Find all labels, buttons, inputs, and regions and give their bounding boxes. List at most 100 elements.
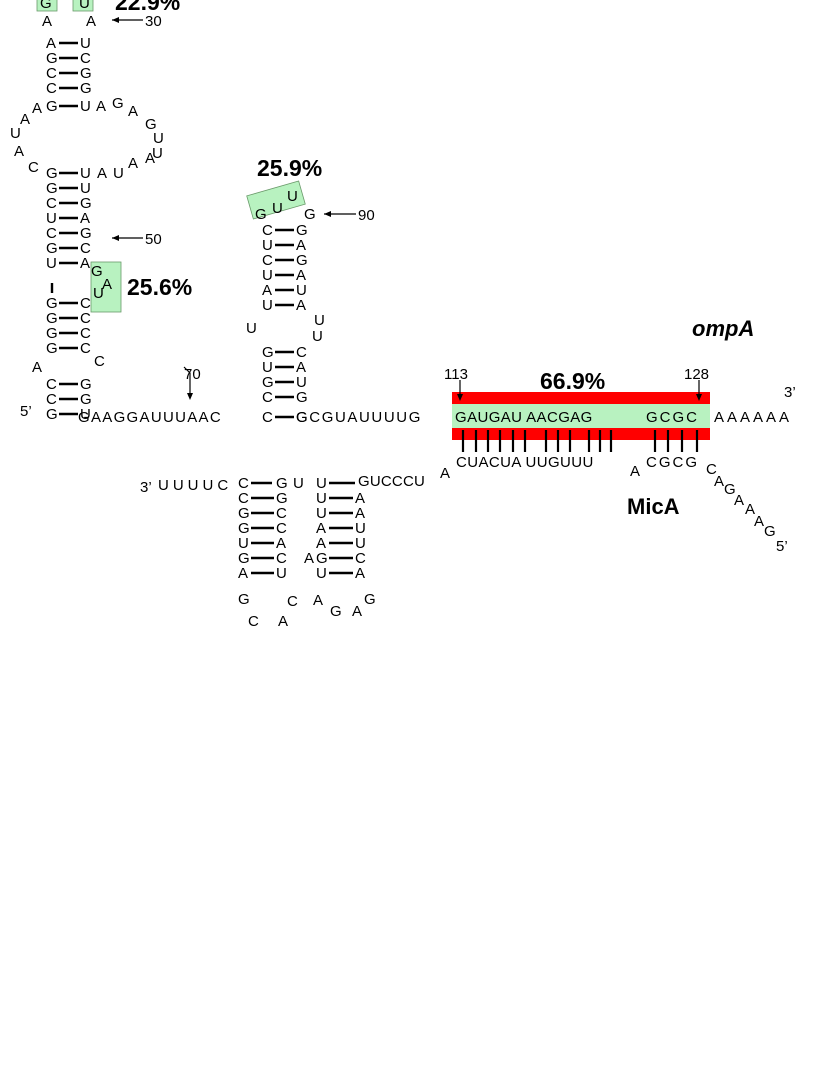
ompa-binding-seq: GAUGAU AACGAG [455, 409, 593, 426]
nucleotide: A [352, 603, 362, 620]
ompa-label: ompA [692, 316, 754, 341]
nucleotide: A [296, 359, 306, 376]
nucleotide: A [440, 465, 450, 482]
nucleotide: C [80, 325, 91, 342]
nucleotide: C [46, 391, 57, 408]
nucleotide: G [112, 95, 124, 112]
nucleotide: U [316, 490, 327, 507]
ompa-backbone-seg2: GCGUAUUUUG [296, 409, 422, 426]
nucleotide: G [296, 409, 308, 426]
nucleotide: G [46, 295, 58, 312]
nucleotide: G [46, 180, 58, 197]
highlight-box-u [72, 0, 94, 12]
mica-paired-seq-2: CGCG [646, 454, 699, 471]
nucleotide: A [630, 463, 640, 480]
nucleotide: G [296, 252, 308, 269]
nucleotide: A [14, 143, 24, 160]
percent-label-25-9: 25.9% [257, 155, 322, 181]
nucleotide: G [80, 225, 92, 242]
nucleotide: U [262, 267, 273, 284]
nucleotide: A [734, 492, 744, 509]
nucleotide: C [80, 340, 91, 357]
nucleotide: G [80, 80, 92, 97]
nucleotide: G [80, 195, 92, 212]
nucleotide: U [316, 505, 327, 522]
nucleotide: G [316, 550, 328, 567]
nucleotide: G [238, 591, 250, 608]
nucleotide: G [91, 263, 103, 280]
nucleotide: G [764, 523, 776, 540]
nucleotide: A [46, 35, 56, 52]
nucleotide: G [46, 310, 58, 327]
nucleotide: A [128, 103, 138, 120]
nucleotide: A [86, 13, 96, 30]
nucleotide: U [80, 165, 91, 182]
nucleotide: U [296, 374, 307, 391]
highlight-box-g [36, 0, 58, 12]
nucleotide: U [355, 535, 366, 552]
nucleotide: U [93, 285, 104, 302]
mica-3-tail: UUUUC [158, 477, 232, 494]
nucleotide: C [287, 593, 298, 610]
nucleotide: A [96, 98, 106, 115]
marker-113-label: 113 [444, 366, 468, 383]
nucleotide: C [276, 520, 287, 537]
nucleotide: U [46, 210, 57, 227]
nucleotide: G [46, 165, 58, 182]
nucleotide: C [276, 505, 287, 522]
nucleotide: C [296, 344, 307, 361]
nucleotide: C [238, 475, 249, 492]
nucleotide: U [272, 200, 283, 217]
nucleotide: C [262, 409, 273, 426]
nucleotide: U [262, 359, 273, 376]
nucleotide: C [248, 613, 259, 630]
nucleotide: C [46, 225, 57, 242]
binding-box-green [452, 404, 710, 428]
nucleotide: G [296, 389, 308, 406]
nucleotide: U [316, 475, 327, 492]
nucleotide: U [312, 328, 323, 345]
nucleotide: G [40, 0, 52, 12]
nucleotide: A [262, 282, 272, 299]
nucleotide: U [314, 312, 325, 329]
nucleotide: C [94, 353, 105, 370]
percent-label-22-9: 22.9% [115, 0, 180, 15]
mica-3-prime-end: 3’ [140, 479, 152, 496]
nucleotide: C [80, 295, 91, 312]
nucleotide: A [80, 210, 90, 227]
marker-70-arrow [187, 393, 193, 400]
nucleotide: A [102, 276, 112, 293]
nucleotide: C [262, 389, 273, 406]
nucleotide: U [153, 130, 164, 147]
nucleotide: U [238, 535, 249, 552]
mica-label: MicA [627, 494, 680, 519]
percent-label-66-9: 66.9% [540, 368, 605, 394]
nucleotide: A [313, 592, 323, 609]
nucleotide: G [296, 222, 308, 239]
mica-paired-seq: CUACUA UUGUUU [456, 454, 594, 471]
nucleotide: A [296, 237, 306, 254]
nucleotide: G [46, 240, 58, 257]
nucleotide: C [46, 195, 57, 212]
nucleotide: A [745, 501, 755, 518]
nucleotide: G [145, 116, 157, 133]
nucleotide: G [330, 603, 342, 620]
nucleotide: A [238, 565, 248, 582]
nucleotide: G [80, 65, 92, 82]
nucleotide: A [355, 490, 365, 507]
nucleotide: G [276, 490, 288, 507]
nucleotide: C [262, 252, 273, 269]
nucleotide: A [296, 267, 306, 284]
nucleotide: U [80, 180, 91, 197]
nucleotide: G [238, 520, 250, 537]
marker-30-label: 30 [145, 13, 162, 30]
marker-50-arrow [112, 235, 119, 241]
nucleotide: U [355, 520, 366, 537]
nucleotide: A [145, 150, 155, 167]
nucleotide: A [128, 155, 138, 172]
nucleotide: A [80, 255, 90, 272]
nucleotide: G [46, 98, 58, 115]
nucleotide: G [262, 374, 274, 391]
nucleotide: C [706, 461, 717, 478]
